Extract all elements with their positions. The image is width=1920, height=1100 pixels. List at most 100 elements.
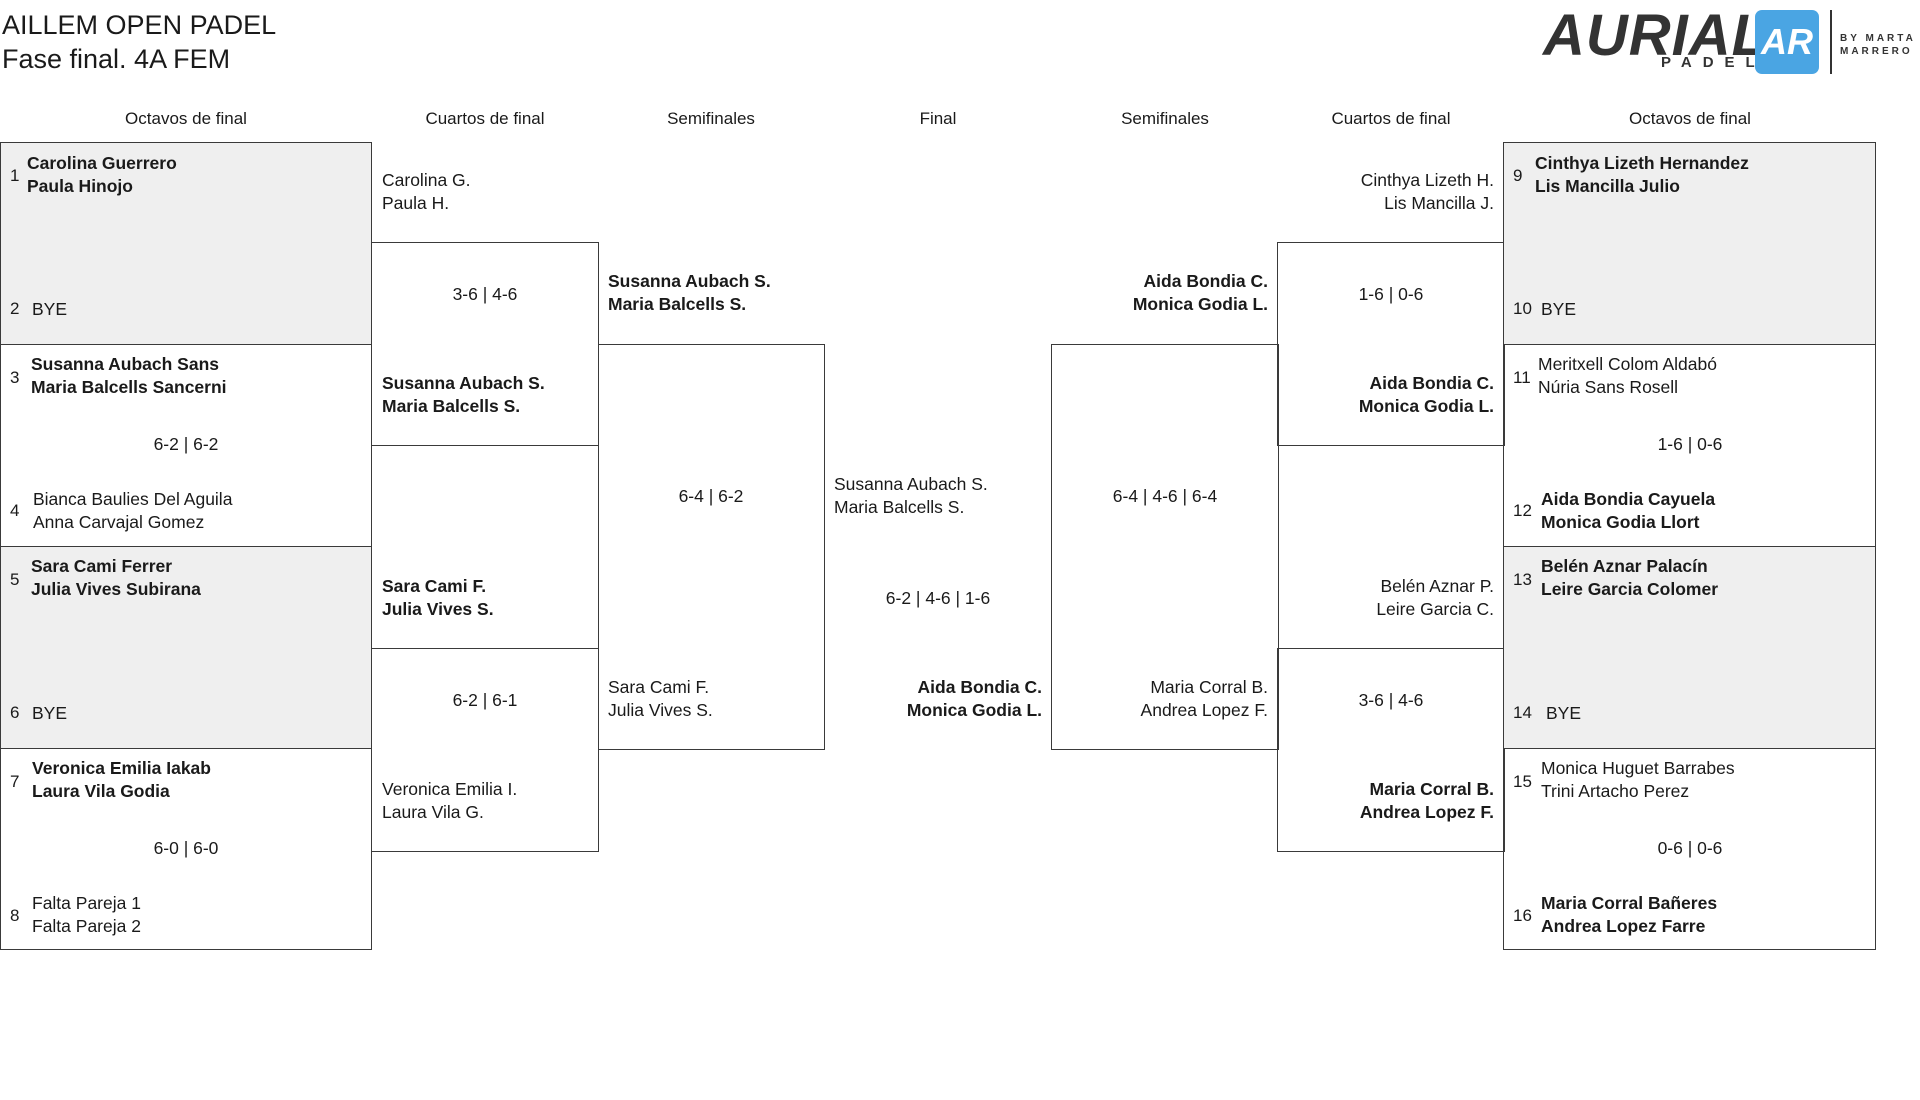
team-name: Aida Bondia C. (1143, 271, 1268, 291)
team-name: Meritxell Colom Aldabó (1538, 354, 1717, 374)
team-name: Julia Vives S. (608, 700, 713, 720)
team-name: Belén Aznar P. (1380, 576, 1494, 596)
team-name: Sara Cami F. (608, 677, 710, 697)
team-name: Monica Huguet Barrabes (1541, 758, 1735, 778)
match-score: 6-0 | 6-0 (153, 838, 219, 858)
match-r16-right-3 (1503, 546, 1876, 749)
seed-number: 15 (1513, 772, 1532, 791)
team-name: Maria Corral Bañeres (1541, 893, 1718, 913)
team-name: Cinthya Lizeth Hernandez (1535, 153, 1749, 173)
team-name: Carolina Guerrero (27, 153, 177, 173)
team-name: Bianca Baulies Del Aguila (33, 489, 233, 509)
match-score: 3-6 | 4-6 (452, 284, 518, 304)
tournament-title: AILLEM OPEN PADEL (2, 10, 277, 40)
team-name: Anna Carvajal Gomez (33, 512, 205, 532)
match-sf-left (598, 344, 825, 750)
team-name: Julia Vives Subirana (31, 579, 201, 599)
team-name: Maria Balcells S. (382, 396, 521, 416)
seed-number: 14 (1513, 703, 1532, 722)
column-header-qf-left: Cuartos de final (425, 109, 545, 128)
team-name: Aida Bondia C. (1369, 373, 1494, 393)
team-name: Veronica Emilia I. (382, 779, 518, 799)
team-name: BYE (32, 299, 68, 319)
match-score: 0-6 | 0-6 (1657, 838, 1723, 858)
team-name: Núria Sans Rosell (1538, 377, 1679, 397)
sponsor-logo: AURIAL PADEL AR BY MARTA MARRERO (1543, 6, 1920, 76)
seed-number: 3 (10, 368, 20, 387)
team-name: Belén Aznar Palacín (1541, 556, 1708, 576)
logo-word: AURIAL (1543, 3, 1769, 68)
team-name: BYE (1546, 703, 1582, 723)
match-sf-right (1051, 344, 1279, 750)
seed-number: 7 (10, 772, 20, 791)
team-name: Veronica Emilia Iakab (32, 758, 211, 778)
team-name: Monica Godia L. (1358, 396, 1494, 416)
seed-number: 2 (10, 299, 20, 318)
team-name: Leire Garcia Colomer (1541, 579, 1719, 599)
team-name: Lis Mancilla Julio (1535, 176, 1680, 196)
team-name: Falta Pareja 1 (32, 893, 141, 913)
team-name: Susanna Aubach S. (834, 474, 988, 494)
seed-number: 8 (10, 906, 20, 925)
team-name: Julia Vives S. (382, 599, 494, 619)
team-name: Maria Balcells Sancerni (31, 377, 227, 397)
team-name: Maria Corral B. (1369, 779, 1494, 799)
team-name: Maria Balcells S. (608, 294, 747, 314)
team-name: Aida Bondia C. (917, 677, 1042, 697)
column-header-qf-right: Cuartos de final (1331, 109, 1451, 128)
team-name: Monica Godia Llort (1541, 512, 1700, 532)
seed-number: 10 (1513, 299, 1532, 318)
logo-mark-icon: AR (1755, 10, 1819, 74)
match-score: 6-2 | 4-6 | 1-6 (885, 588, 991, 608)
seed-number: 1 (10, 166, 20, 185)
match-qf-left-2 (371, 648, 599, 852)
team-name: Sara Cami F. (382, 576, 487, 596)
team-name: Leire Garcia C. (1376, 599, 1494, 619)
team-name: Sara Cami Ferrer (31, 556, 173, 576)
match-score: 6-2 | 6-2 (153, 434, 219, 454)
team-name: Laura Vila Godia (32, 781, 170, 801)
team-name: Monica Godia L. (1132, 294, 1268, 314)
match-qf-right-2 (1277, 648, 1505, 852)
match-score: 6-2 | 6-1 (452, 690, 518, 710)
seed-number: 5 (10, 570, 20, 589)
column-header-sf-left: Semifinales (667, 109, 755, 128)
logo-sub: PADEL (1661, 54, 1766, 71)
team-name: Susanna Aubach S. (608, 271, 771, 291)
team-name: Falta Pareja 2 (32, 916, 141, 936)
team-name: Andrea Lopez F. (1359, 802, 1494, 822)
column-header-r16-right: Octavos de final (1629, 109, 1751, 128)
match-score: 3-6 | 4-6 (1358, 690, 1424, 710)
team-name: Maria Corral B. (1150, 677, 1268, 697)
team-name: Maria Balcells S. (834, 497, 965, 517)
seed-number: 13 (1513, 570, 1532, 589)
seed-number: 4 (10, 501, 20, 520)
team-name: Susanna Aubach Sans (31, 354, 220, 374)
match-score: 1-6 | 0-6 (1358, 284, 1424, 304)
team-name: Laura Vila G. (382, 802, 484, 822)
column-header-final: Final (919, 109, 957, 128)
seed-number: 6 (10, 703, 20, 722)
match-score: 6-4 | 4-6 | 6-4 (1112, 486, 1218, 506)
logo-by: BY MARTA MARRERO (1840, 32, 1916, 58)
match-r16-right-4 (1503, 748, 1876, 950)
team-name: Andrea Lopez Farre (1541, 916, 1706, 936)
seed-number: 11 (1513, 368, 1531, 387)
column-header-sf-right: Semifinales (1121, 109, 1209, 128)
logo-by-line2: MARRERO (1840, 46, 1913, 57)
team-name: Monica Godia L. (906, 700, 1042, 720)
team-name: Aida Bondia Cayuela (1541, 489, 1716, 509)
seed-number: 16 (1513, 906, 1532, 925)
team-name: Paula H. (382, 193, 450, 213)
seed-number: 9 (1513, 166, 1523, 185)
match-score: 6-4 | 6-2 (678, 486, 744, 506)
tournament-subtitle: Fase final. 4A FEM (2, 44, 231, 74)
team-name: Cinthya Lizeth H. (1360, 170, 1494, 190)
team-name: Lis Mancilla J. (1384, 193, 1494, 213)
team-name: Trini Artacho Perez (1541, 781, 1690, 801)
team-name: BYE (1541, 299, 1577, 319)
match-r16-left-1 (0, 142, 372, 345)
team-name: Paula Hinojo (27, 176, 133, 196)
team-name: Carolina G. (382, 170, 471, 190)
team-name: Andrea Lopez F. (1140, 700, 1268, 720)
